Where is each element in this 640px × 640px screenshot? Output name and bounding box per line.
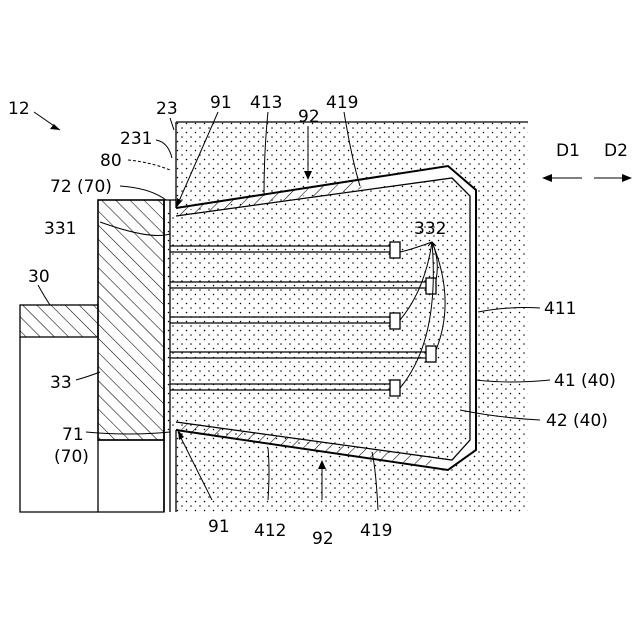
label-331: 331 bbox=[44, 219, 76, 239]
label-41: 41 (40) bbox=[554, 371, 616, 391]
label-23: 23 bbox=[156, 99, 178, 119]
label-411: 411 bbox=[544, 299, 576, 319]
label-91-bottom: 91 bbox=[208, 517, 230, 537]
label-30: 30 bbox=[28, 267, 50, 287]
label-419-bottom: 419 bbox=[360, 521, 392, 541]
label-12: 12 bbox=[8, 99, 30, 119]
label-419-top: 419 bbox=[326, 93, 358, 113]
label-42: 42 (40) bbox=[546, 411, 608, 431]
label-92-top: 92 bbox=[298, 107, 320, 127]
label-413: 413 bbox=[250, 93, 282, 113]
label-412: 412 bbox=[254, 521, 286, 541]
label-332: 332 bbox=[414, 219, 446, 239]
label-71: 71 bbox=[62, 425, 84, 445]
label-d1: D1 bbox=[556, 141, 580, 161]
label-71-70: (70) bbox=[54, 447, 89, 467]
label-231: 231 bbox=[120, 129, 152, 149]
step-30 bbox=[20, 305, 98, 512]
label-91-top: 91 bbox=[210, 93, 232, 113]
label-d2: D2 bbox=[604, 141, 628, 161]
label-72: 72 (70) bbox=[50, 177, 112, 197]
label-92-bottom: 92 bbox=[312, 529, 334, 549]
label-80: 80 bbox=[100, 151, 122, 171]
block-33 bbox=[98, 200, 164, 512]
label-33: 33 bbox=[50, 373, 72, 393]
